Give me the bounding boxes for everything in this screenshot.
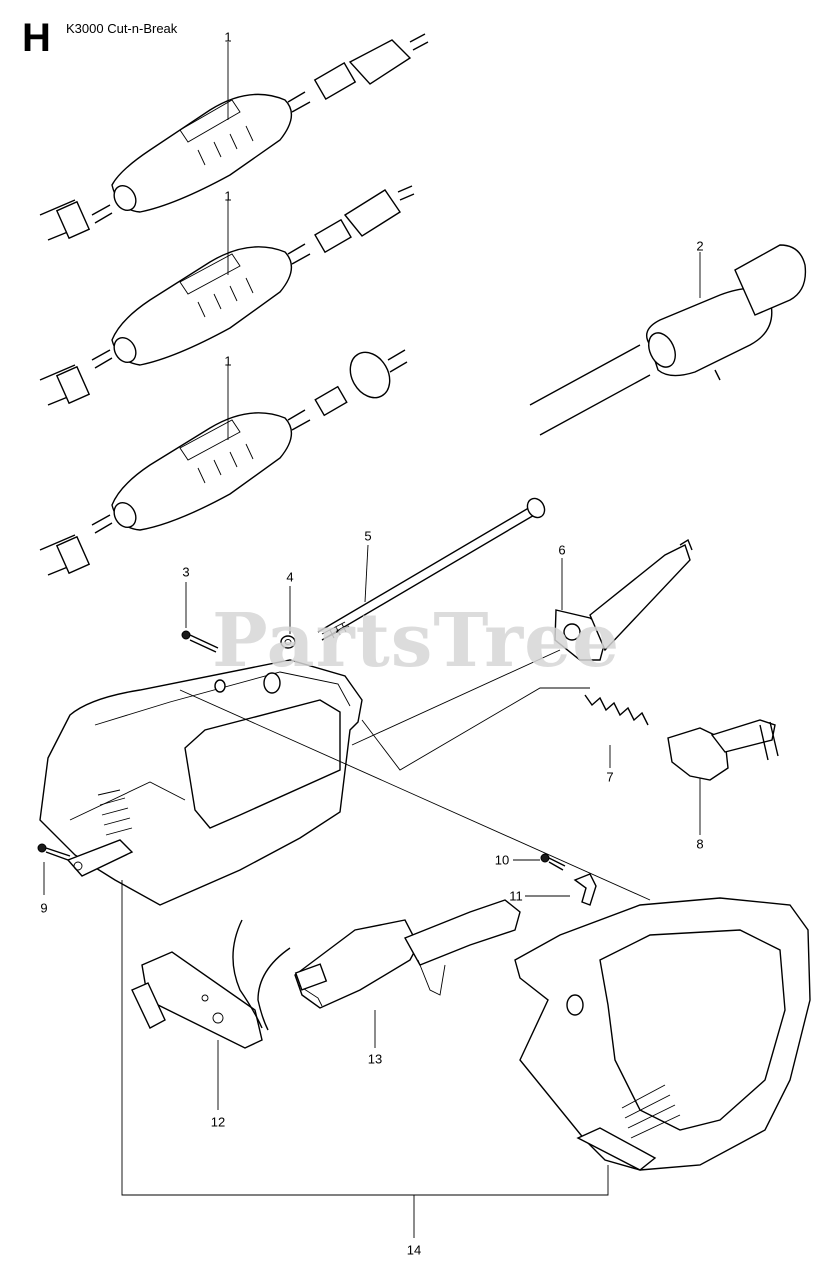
callout-7[interactable]: 7 bbox=[606, 769, 614, 785]
part-14-housing-left[interactable] bbox=[39, 659, 363, 906]
callout-10[interactable]: 10 bbox=[494, 852, 510, 868]
callout-5[interactable]: 5 bbox=[364, 528, 372, 544]
part-14-housing-right[interactable] bbox=[514, 897, 811, 1171]
callout-1c[interactable]: 1 bbox=[224, 353, 232, 369]
part-4-washer[interactable] bbox=[280, 635, 296, 649]
part-12-cover-plate[interactable] bbox=[131, 919, 291, 1049]
part-13-switch[interactable] bbox=[294, 899, 521, 1009]
callout-1b[interactable]: 1 bbox=[224, 188, 232, 204]
part-5-bolt[interactable] bbox=[317, 495, 548, 641]
section-letter: H bbox=[22, 16, 51, 60]
part-1b-cord-prcd[interactable] bbox=[39, 185, 415, 406]
leader-lines bbox=[43, 42, 701, 1238]
callout-9[interactable]: 9 bbox=[40, 900, 48, 916]
callout-12[interactable]: 12 bbox=[210, 1114, 226, 1130]
callout-13[interactable]: 13 bbox=[367, 1051, 383, 1067]
callout-11[interactable]: 11 bbox=[509, 888, 523, 904]
callout-14[interactable]: 14 bbox=[406, 1242, 422, 1258]
part-7-spring[interactable] bbox=[584, 694, 649, 726]
callout-3[interactable]: 3 bbox=[182, 564, 190, 580]
part-9-screw[interactable] bbox=[37, 843, 71, 861]
part-6-grip-sleeve[interactable] bbox=[554, 538, 693, 661]
part-10-screw[interactable] bbox=[540, 853, 566, 871]
part-2-cord-plug[interactable] bbox=[529, 244, 807, 436]
callout-1a[interactable]: 1 bbox=[224, 29, 232, 45]
part-11-clip[interactable] bbox=[573, 873, 597, 906]
callout-2[interactable]: 2 bbox=[696, 238, 704, 254]
part-1a-cord-prcd[interactable] bbox=[39, 33, 429, 241]
part-8-trigger-lock[interactable] bbox=[667, 719, 779, 781]
callout-8[interactable]: 8 bbox=[696, 836, 704, 852]
callout-6[interactable]: 6 bbox=[558, 542, 566, 558]
part-1c-cord-prcd[interactable] bbox=[39, 345, 408, 576]
diagram-title: K3000 Cut-n-Break bbox=[66, 21, 178, 36]
part-3-screw[interactable] bbox=[181, 630, 219, 653]
callout-4[interactable]: 4 bbox=[286, 569, 294, 585]
